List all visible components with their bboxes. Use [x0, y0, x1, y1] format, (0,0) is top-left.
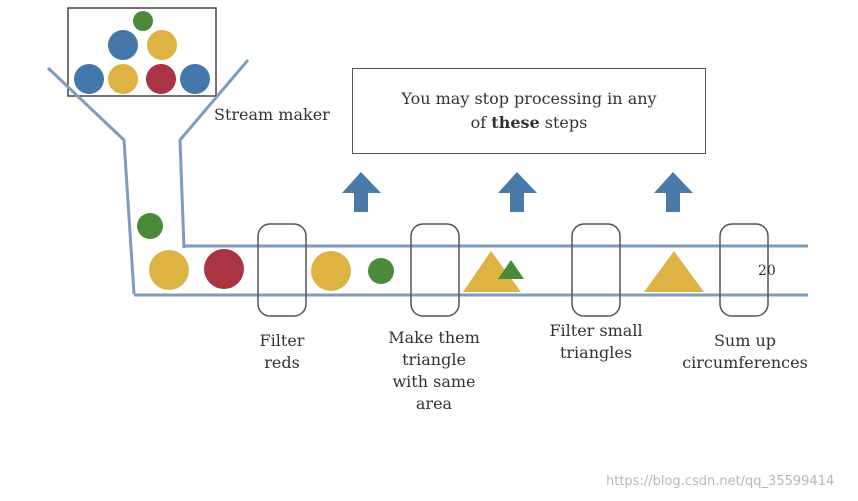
label-make-triangle: Make them triangle with same area	[388, 328, 480, 413]
pipe-triangle-small	[498, 260, 524, 279]
note-line-2-suffix: steps	[539, 113, 588, 132]
label-filter-small: Filter small triangles	[549, 321, 643, 362]
label-sum-up: Sum up circumferences	[682, 331, 808, 372]
label-filter-reds: Filter reds	[259, 331, 305, 372]
label-stream-maker: Stream maker	[214, 105, 330, 124]
hopper-ball-red	[146, 64, 176, 94]
up-arrow-icon	[498, 172, 537, 212]
funnel-right-wall	[178, 59, 250, 249]
hopper-box	[67, 7, 217, 97]
pipe-triangle-large	[644, 251, 704, 292]
hopper-ball-blue	[74, 64, 104, 94]
note-box: You may stop processing in any of these …	[352, 68, 706, 154]
pipe-ball-yellow	[311, 251, 351, 291]
pipe-triangle-large	[463, 251, 521, 292]
gate-sum-up	[719, 223, 769, 317]
gate-make-triangle	[410, 223, 460, 317]
up-arrow-icon	[342, 172, 381, 212]
funnel-left-wall	[46, 66, 136, 295]
hopper-ball-blue	[108, 30, 138, 60]
note-line-2: of these steps	[353, 111, 705, 135]
pipe-ball-red	[204, 249, 244, 289]
note-line-1: You may stop processing in any	[401, 89, 657, 108]
result-value: 20	[758, 263, 776, 279]
hopper-ball-green	[133, 11, 153, 31]
pipe-ball-green	[368, 258, 394, 284]
gate-filter-small	[571, 223, 621, 317]
hopper-ball-blue	[180, 64, 210, 94]
pipe-ball-yellow	[149, 250, 189, 290]
gate-filter-reds	[257, 223, 307, 317]
falling-ball-green	[137, 213, 163, 239]
up-arrow-icon	[654, 172, 693, 212]
note-emphasis: these	[491, 113, 540, 132]
note-line-2-prefix: of	[470, 113, 492, 132]
watermark-url: https://blog.csdn.net/qq_35599414	[606, 474, 835, 489]
hopper-ball-yellow	[147, 30, 177, 60]
hopper-ball-yellow	[108, 64, 138, 94]
